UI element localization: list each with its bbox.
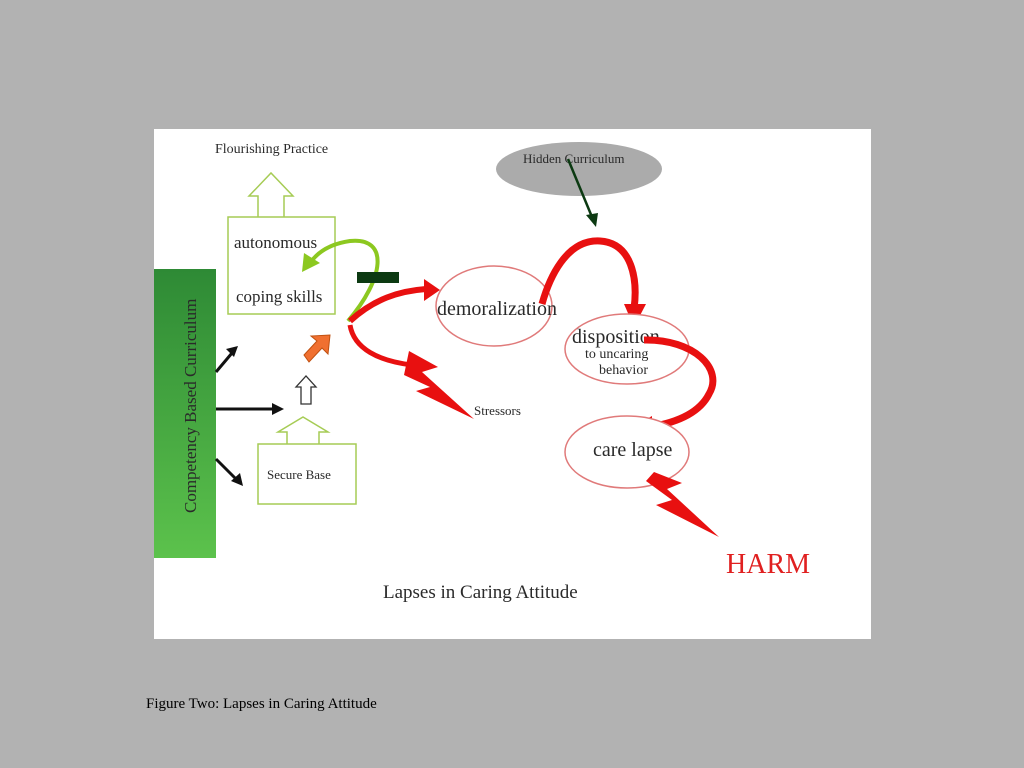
red-curve-to-disposition <box>538 237 639 310</box>
care-lapse-label: care lapse <box>593 439 673 461</box>
flourishing-practice-label: Flourishing Practice <box>215 142 328 157</box>
up-arrow-icon <box>247 171 295 217</box>
red-arrowhead-icon <box>424 279 440 301</box>
demoralization-label: demoralization <box>437 298 557 320</box>
green-arrowhead-icon <box>302 253 320 272</box>
diagram-svg: Flourishing Practice autonomous coping s… <box>154 142 810 603</box>
disposition-label: disposition <box>572 326 660 348</box>
diagram-figure: Flourishing Practice autonomous coping s… <box>154 129 871 639</box>
red-curve-stressors <box>347 324 413 368</box>
inhibit-bar <box>357 272 399 283</box>
red-curve-to-care-lapse <box>643 336 717 431</box>
lightning-harm-icon <box>646 472 719 537</box>
care-lapse-oval <box>564 415 690 489</box>
secure-base-box <box>257 443 357 505</box>
diagram-title: Lapses in Caring Attitude <box>383 582 578 603</box>
competency-curriculum-label: Competency Based Curriculum <box>181 299 200 513</box>
figure-caption: Figure Two: Lapses in Caring Attitude <box>146 696 377 712</box>
green-curve-arrow <box>308 238 380 323</box>
hidden-curriculum-arrowhead-icon <box>586 213 598 227</box>
orange-arrow-icon <box>303 334 331 363</box>
behavior-label: behavior <box>599 363 648 378</box>
secure-base-arrow-icon <box>275 416 331 444</box>
secure-base-label: Secure Base <box>267 467 331 482</box>
stressors-label: Stressors <box>474 403 521 418</box>
small-up-arrow-icon <box>294 375 318 405</box>
demoralization-oval <box>435 265 553 347</box>
autonomous-coping-box <box>227 216 336 315</box>
hidden-curriculum-label: Hidden Curriculum <box>523 151 624 166</box>
hidden-curriculum-arrow <box>566 158 594 218</box>
hidden-curriculum-oval <box>496 142 662 196</box>
autonomous-label: autonomous <box>234 233 317 252</box>
competency-curriculum-bar <box>154 269 216 558</box>
coping-skills-label: coping skills <box>236 287 322 306</box>
curriculum-arrows <box>214 346 284 486</box>
red-arrow-to-demoralization <box>347 286 427 324</box>
lightning-stressors-icon <box>404 351 474 419</box>
harm-label: HARM <box>726 549 810 580</box>
to-uncaring-label: to uncaring <box>585 347 648 362</box>
